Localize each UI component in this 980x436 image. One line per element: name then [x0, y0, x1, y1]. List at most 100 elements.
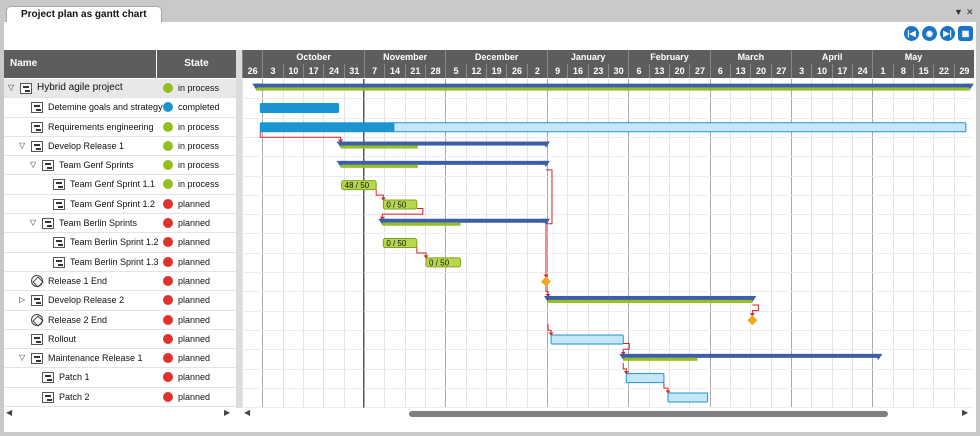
- table-row[interactable]: Requirements engineering in process: [4, 118, 236, 137]
- state-label: planned: [178, 275, 211, 286]
- chart-scroll-left-icon[interactable]: ◀: [244, 408, 251, 417]
- row-line: [242, 349, 974, 351]
- row-line: [242, 233, 974, 235]
- task-bar[interactable]: [667, 392, 709, 403]
- focus-icon[interactable]: ◉: [922, 26, 937, 41]
- sprint-bar[interactable]: [382, 199, 418, 210]
- collapse-icon[interactable]: ▽: [19, 353, 26, 363]
- task-name-cell: ▽ Team Berlin Sprints: [4, 214, 156, 233]
- dependency-link: [545, 169, 553, 278]
- link-arrow-icon: [543, 274, 549, 278]
- week-label: 13: [730, 64, 750, 78]
- summary-end-cap: [541, 160, 550, 167]
- task-name-label: Release 2 End: [48, 314, 108, 325]
- task-bar[interactable]: [550, 334, 624, 345]
- grid-line: [445, 79, 447, 408]
- row-line: [242, 272, 974, 273]
- collapse-icon[interactable]: ▽: [30, 160, 37, 170]
- task-icon: [31, 140, 43, 152]
- collapse-icon[interactable]: ▽: [8, 83, 15, 92]
- table-row[interactable]: Release 1 End planned: [4, 272, 236, 292]
- week-label: 6: [709, 64, 730, 78]
- grid-line: [770, 79, 772, 408]
- task-bar[interactable]: [625, 373, 665, 384]
- week-label: 2: [526, 64, 547, 78]
- task-bar[interactable]: [259, 122, 967, 133]
- state-cell: planned: [158, 291, 236, 310]
- state-cell: planned: [158, 195, 236, 214]
- expand-icon[interactable]: ▷: [19, 295, 26, 305]
- status-dot-icon: [163, 353, 173, 364]
- summary-bar[interactable]: [340, 141, 546, 146]
- week-label: 28: [425, 64, 445, 78]
- pin-icon[interactable]: ▼: [954, 7, 963, 17]
- progress-bar: [548, 299, 753, 303]
- task-name-cell: ▽Develop Release 1: [4, 137, 156, 156]
- summary-bar[interactable]: [623, 353, 879, 358]
- calendar-icon[interactable]: ▦: [958, 26, 973, 41]
- dependency-link: [751, 304, 759, 317]
- collapse-icon[interactable]: ▽: [30, 218, 37, 228]
- chart-scroll-thumb[interactable]: [409, 411, 889, 417]
- first-icon[interactable]: |◀: [904, 26, 919, 41]
- chart-scroll-right-icon[interactable]: ▶: [962, 408, 969, 417]
- table-scroll-right-icon[interactable]: ▶: [224, 408, 231, 417]
- sprint-bar[interactable]: [382, 238, 418, 249]
- summary-bar[interactable]: [548, 295, 753, 300]
- milestone-diamond[interactable]: [747, 315, 758, 326]
- state-cell: in process: [158, 118, 236, 137]
- month-header-cell: [242, 50, 262, 64]
- table-scroll-left-icon[interactable]: ◀: [6, 408, 13, 417]
- state-cell: planned: [158, 214, 236, 233]
- state-cell: in process: [158, 79, 236, 98]
- status-dot-icon: [163, 121, 173, 132]
- week-label: 10: [282, 64, 303, 78]
- summary-end-cap: [541, 218, 550, 225]
- column-header-state[interactable]: State: [157, 50, 236, 78]
- week-label: 17: [303, 64, 323, 78]
- table-row[interactable]: ▽ Team Berlin Sprints planned: [4, 214, 236, 234]
- column-header-name[interactable]: Name: [4, 50, 156, 78]
- sprint-bar[interactable]: [425, 257, 462, 268]
- splitter[interactable]: [236, 50, 242, 408]
- last-icon[interactable]: ▶|: [940, 26, 955, 41]
- sprint-bar[interactable]: [341, 180, 377, 191]
- collapse-icon[interactable]: ▽: [19, 140, 26, 150]
- task-name-label: Release 1 End: [48, 275, 108, 286]
- summary-bar[interactable]: [340, 160, 546, 165]
- row-line: [242, 136, 974, 138]
- summary-bar[interactable]: [382, 218, 546, 223]
- week-label: 19: [486, 64, 506, 78]
- task-name-label: Team Berlin Sprints: [59, 218, 138, 229]
- week-label: 20: [750, 64, 770, 78]
- week-label: 13: [648, 64, 669, 78]
- close-icon[interactable]: ✕: [966, 7, 974, 17]
- task-name-label: Requirements engineering: [48, 121, 154, 132]
- summary-bar[interactable]: [256, 83, 970, 88]
- sprint-label: 0 / 50: [429, 258, 450, 267]
- row-line: [242, 175, 974, 177]
- state-cell: planned: [158, 388, 236, 407]
- week-label: 26: [506, 64, 526, 78]
- task-name-cell: Detemine goals and strategy: [4, 98, 163, 117]
- task-name-cell: ▽Hybrid agile project: [4, 79, 156, 98]
- task-name-cell: Patch 1: [4, 368, 156, 387]
- tab-project-plan[interactable]: Project plan as gantt chart: [6, 6, 162, 23]
- month-label: November: [364, 50, 445, 64]
- milestone-diamond[interactable]: [540, 276, 551, 287]
